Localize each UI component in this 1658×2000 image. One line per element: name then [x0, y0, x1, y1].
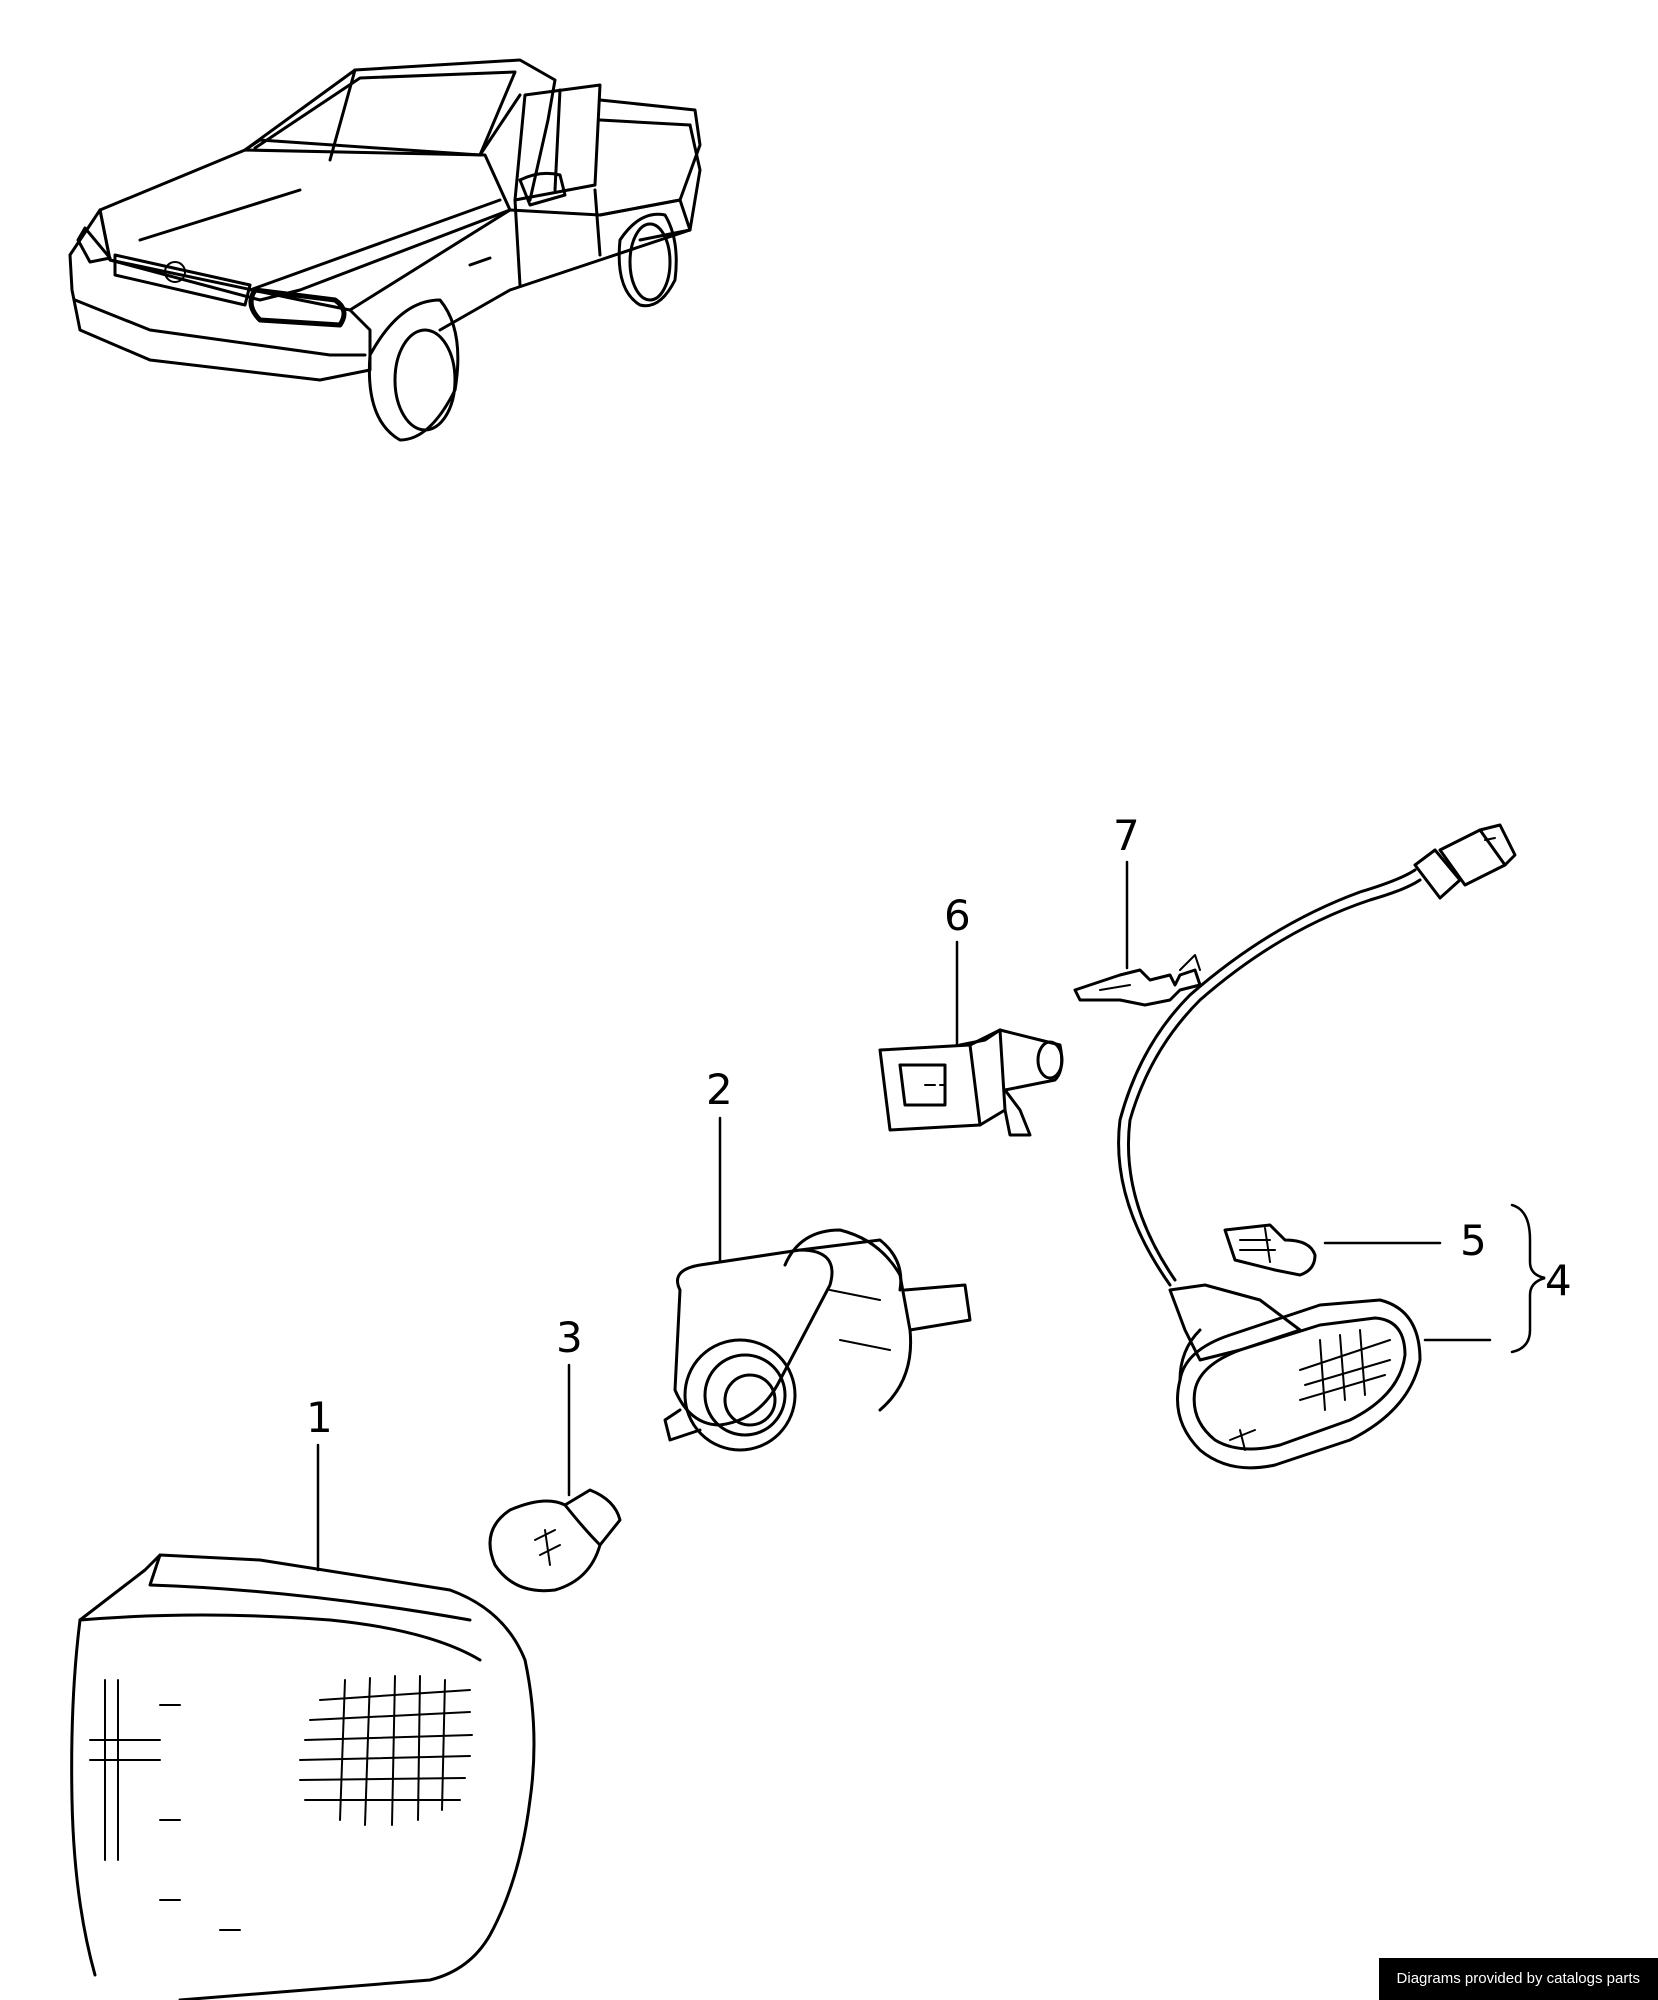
callout-6: 6: [944, 891, 971, 940]
leader-lines: [316, 860, 1546, 1572]
pickup-truck-icon: [68, 58, 702, 442]
callout-labels: 1 2 3 4 5 6 7: [306, 811, 1572, 1442]
attribution-footer: Diagrams provided by catalogs parts: [1378, 1958, 1658, 2000]
bulb-icon: [488, 1488, 622, 1593]
callout-4: 4: [1545, 1256, 1572, 1305]
callout-3: 3: [556, 1313, 583, 1362]
callout-5: 5: [1460, 1216, 1487, 1265]
callout-2: 2: [706, 1065, 733, 1114]
turn-signal-lens-icon: [70, 1553, 536, 2000]
bulb-socket-icon: [663, 1228, 972, 1452]
connector-housing-icon: [878, 1028, 1064, 1137]
wedge-bulb-icon: [1223, 1223, 1317, 1277]
bracket-4: [1510, 1203, 1546, 1354]
callout-1: 1: [306, 1393, 333, 1442]
callout-7: 7: [1113, 811, 1140, 860]
side-repeater-lamp-icon: [1117, 823, 1517, 1470]
terminal-clip-icon: [1073, 954, 1202, 1007]
